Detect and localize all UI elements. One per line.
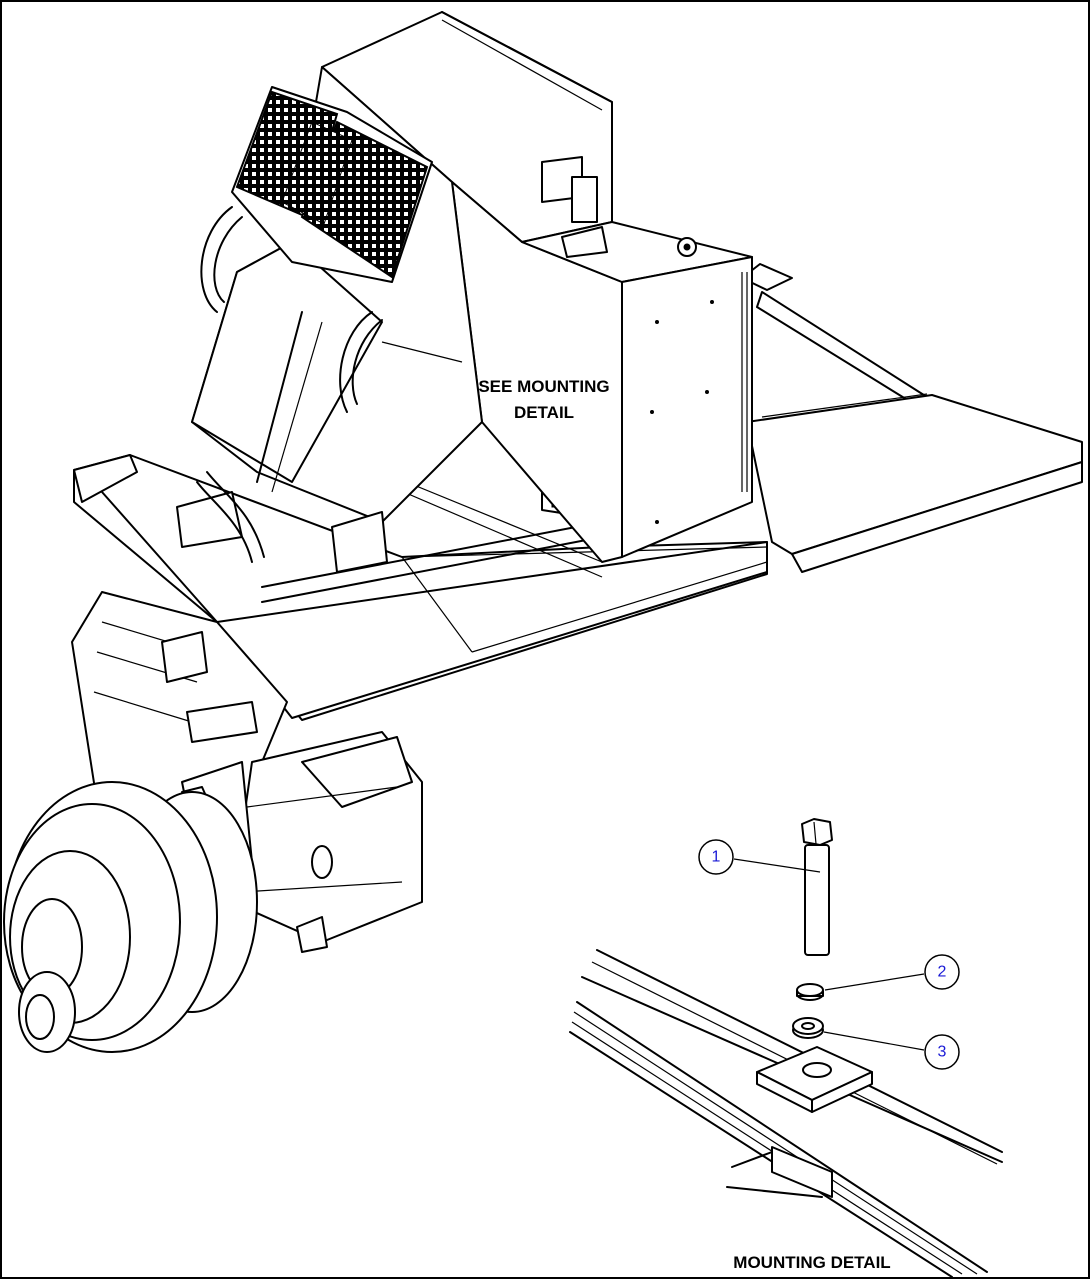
bolt: [801, 818, 833, 956]
support-frame: [741, 263, 1083, 573]
pulley-wheel: [3, 781, 258, 1053]
callout-1-number: 1: [712, 849, 721, 866]
flat-washer: [792, 1017, 824, 1039]
see-mounting-line1: SEE MOUNTING: [478, 377, 609, 396]
mounting-detail-caption: MOUNTING DETAIL: [733, 1253, 890, 1272]
callout-1: 1: [698, 839, 821, 875]
lock-washer: [796, 983, 824, 1001]
see-mounting-line2: DETAIL: [514, 403, 574, 422]
callout-3: 3: [823, 1031, 960, 1070]
box-enclosure: [321, 11, 753, 563]
tilted-body: [176, 66, 483, 573]
detail-rails: [569, 949, 1003, 1277]
see-mounting-label: SEE MOUNTING DETAIL: [478, 377, 609, 422]
main-deck: [73, 454, 768, 721]
callout-3-number: 3: [938, 1044, 947, 1061]
callout-2: 2: [824, 954, 960, 991]
mounting-plate: [756, 1046, 873, 1113]
callout-2-number: 2: [938, 964, 947, 981]
